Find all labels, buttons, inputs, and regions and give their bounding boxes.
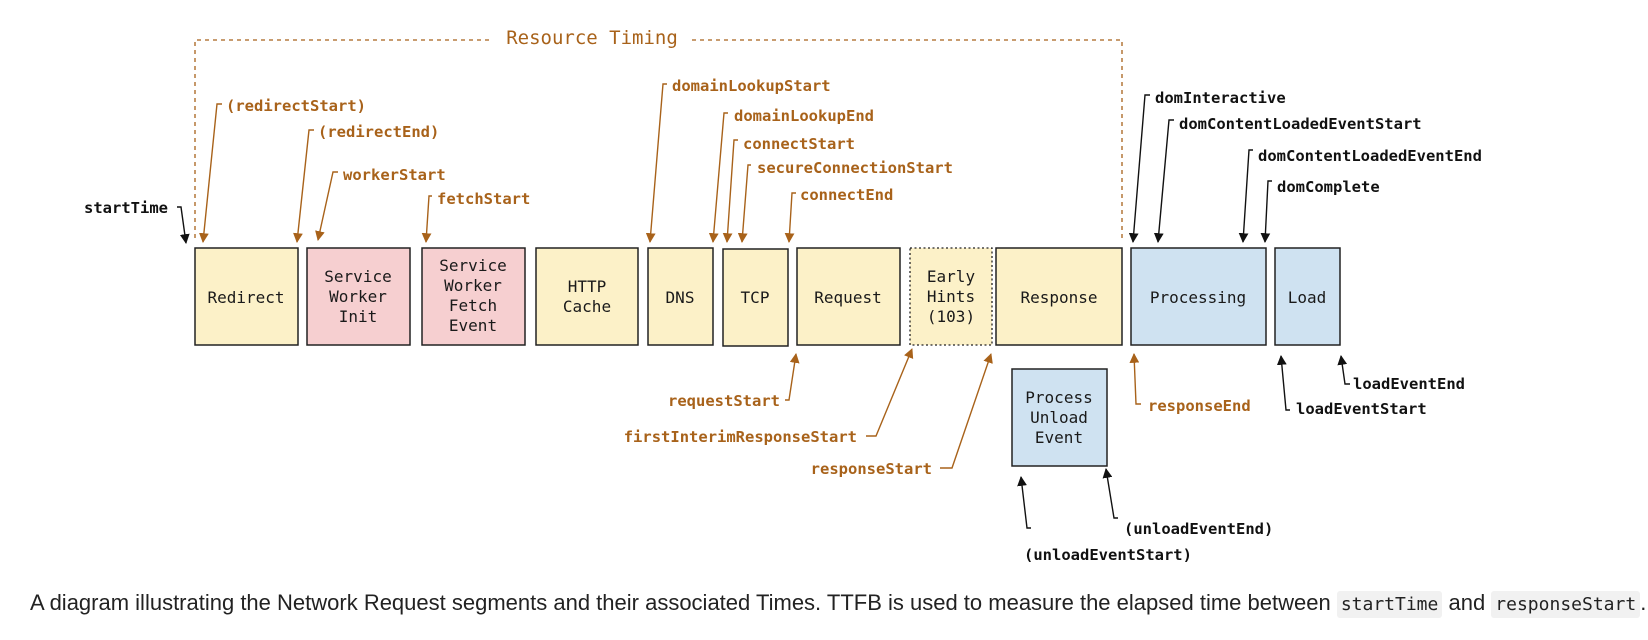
timing-domComplete: domComplete [1260,178,1380,243]
segment-label-line: Worker [444,276,502,295]
timing-redirectEnd: (redirectEnd) [293,123,439,243]
segment-processing: Processing [1130,247,1267,346]
timing-label: connectEnd [800,186,893,204]
segment-response: Response [995,247,1123,346]
timing-workerStart: workerStart [315,166,446,241]
segment-label: DNS [666,288,695,307]
timing-label: (unloadEventEnd) [1124,520,1273,538]
timing-loadEventStart: loadEventStart [1276,355,1427,418]
timing-fetchStart: fetchStart [421,190,530,243]
segment-label-line: Fetch [449,296,497,315]
timing-connectEnd: connectEnd [784,186,893,243]
segment-dns: DNS [647,247,714,346]
timing-label: domainLookupStart [672,77,831,95]
timing-domainLookupStart: domainLookupStart [645,77,831,243]
segment-label-line: Event [449,316,497,335]
segment-label-line: (103) [927,307,975,326]
timing-label: connectStart [743,135,855,153]
timing-label: responseEnd [1148,397,1251,415]
timing-label: requestStart [668,392,780,410]
segment-label-line: Redirect [207,288,284,307]
timing-domContentLoadedEventStart: domContentLoadedEventStart [1153,115,1422,243]
caption-text-end: . [1640,590,1647,615]
timing-unloadEventEnd: (unloadEventEnd) [1102,468,1273,538]
caption-code-starttime: startTime [1336,591,1443,618]
timing-loadEventEnd: loadEventEnd [1337,355,1465,393]
segment-label: Load [1288,288,1327,307]
timing-label: domainLookupEnd [734,107,874,125]
timing-unloadEventStart: (unloadEventStart) [1017,476,1192,564]
segment-label: Processing [1150,288,1246,307]
timing-label: startTime [84,199,168,217]
segment-label-line: HTTP [568,277,607,296]
segment-label-line: Hints [927,287,975,306]
timing-domContentLoadedEventEnd: domContentLoadedEventEnd [1238,147,1482,243]
timing-label: domContentLoadedEventStart [1179,115,1422,133]
timing-label: domContentLoadedEventEnd [1258,147,1482,165]
segment-label-line: Early [927,267,976,286]
segment-label: Request [814,288,881,307]
segment-load: Load [1274,247,1341,346]
timing-label: workerStart [343,166,446,184]
timing-label: secureConnectionStart [757,159,953,177]
timing-redirectStart: (redirectStart) [199,97,366,243]
segment-label-line: Init [339,307,378,326]
caption-text-middle: and [1442,590,1492,615]
segment-label-line: Unload [1030,408,1088,427]
timing-domainLookupEnd: domainLookupEnd [708,107,874,243]
segment-label-line: Worker [329,287,387,306]
segment-label-line: Processing [1150,288,1246,307]
segment-label-line: Service [439,256,506,275]
timing-secureConnectionStart: secureConnectionStart [737,159,953,243]
segment-label-line: Process [1025,388,1092,407]
resource-timing-bracket: Resource Timing [194,27,1123,238]
timing-firstInterimResponseStart: firstInterimResponseStart [624,348,914,446]
timing-label: fetchStart [437,190,530,208]
timing-label: (unloadEventStart) [1024,546,1192,564]
segment-label-line: TCP [741,288,770,307]
timing-responseEnd: responseEnd [1129,353,1251,415]
segment-label-line: Response [1020,288,1097,307]
timing-label: (redirectEnd) [318,123,439,141]
timing-label: domInteractive [1155,89,1286,107]
timing-label: loadEventEnd [1353,375,1465,393]
caption-code-responsestart: responseStart [1491,591,1641,618]
timing-startTime: startTime [84,199,190,244]
resource-timing-title: Resource Timing [506,27,678,49]
figure-caption: A diagram illustrating the Network Reque… [30,590,1646,618]
segment-label: Redirect [207,288,284,307]
timing-connectStart: connectStart [722,135,855,243]
caption-text: A diagram illustrating the Network Reque… [30,590,1337,615]
timing-label: responseStart [811,460,932,478]
timing-domInteractive: domInteractive [1128,89,1286,243]
segment-label: TCP [741,288,770,307]
segment-label-line: Event [1035,428,1083,447]
segment-redirect: Redirect [194,247,299,346]
segment-label-line: Load [1288,288,1327,307]
segment-label-line: Service [324,267,391,286]
segment-tcp: TCP [722,248,789,347]
segment-label-line: Cache [563,297,611,316]
timing-label: loadEventStart [1296,400,1427,418]
segment-label-line: DNS [666,288,695,307]
timing-label: domComplete [1277,178,1380,196]
timing-responseStart: responseStart [811,353,993,478]
segment-label-line: Request [814,288,881,307]
timing-label: firstInterimResponseStart [624,428,857,446]
segment-label: Response [1020,288,1097,307]
timing-requestStart: requestStart [668,353,800,410]
segment-request: Request [796,247,901,346]
timing-label: (redirectStart) [226,97,366,115]
